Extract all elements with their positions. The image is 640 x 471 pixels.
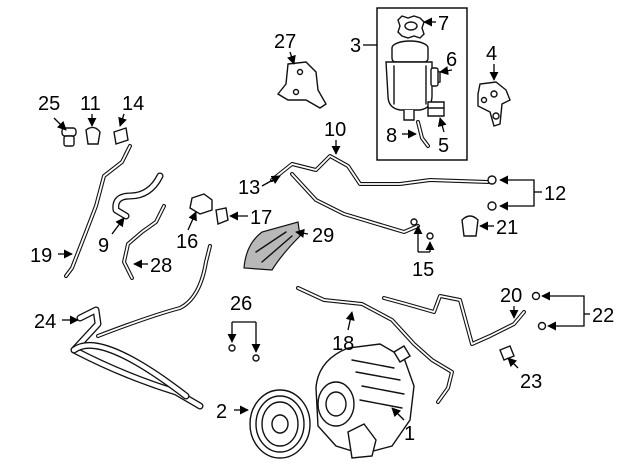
leader-lines (53, 17, 590, 421)
label-9: 9 (98, 235, 109, 257)
pressure-line-13[interactable] (270, 154, 490, 186)
label-16: 16 (176, 231, 198, 253)
bracket-4[interactable] (477, 81, 511, 127)
label-25: 25 (38, 93, 60, 115)
clip-17[interactable] (215, 207, 229, 225)
hose-28[interactable] (122, 204, 166, 280)
pulley-2[interactable] (249, 389, 311, 459)
label-6: 6 (446, 49, 457, 71)
reservoir-cap-7[interactable] (397, 15, 425, 39)
label-7: 7 (438, 13, 449, 35)
heat-shield-29[interactable] (243, 221, 301, 271)
seals-12[interactable] (487, 175, 497, 211)
label-24: 24 (34, 311, 56, 333)
pressure-line-20[interactable] (382, 294, 526, 346)
clamp-23[interactable] (499, 345, 515, 361)
return-line-18[interactable] (296, 286, 454, 404)
label-28: 28 (150, 255, 172, 277)
label-12: 12 (544, 183, 566, 205)
label-20: 20 (500, 285, 522, 307)
label-13: 13 (238, 177, 260, 199)
seals-15[interactable] (410, 218, 434, 240)
label-5: 5 (438, 135, 449, 157)
label-2: 2 (216, 401, 227, 423)
hose-19[interactable] (64, 144, 132, 278)
power-steering-pump-1[interactable] (315, 343, 415, 459)
label-15: 15 (412, 259, 434, 281)
clip-14[interactable] (113, 127, 129, 145)
label-27: 27 (274, 31, 296, 53)
cooler-hose-24[interactable] (70, 244, 212, 410)
label-4: 4 (486, 43, 497, 65)
label-14: 14 (122, 93, 144, 115)
label-18: 18 (332, 333, 354, 355)
label-8: 8 (386, 125, 397, 147)
label-1: 1 (404, 423, 415, 445)
label-23: 23 (520, 371, 542, 393)
label-26: 26 (230, 293, 252, 315)
bracket-27[interactable] (276, 61, 327, 109)
label-21: 21 (496, 217, 518, 239)
pressure-line-10[interactable] (290, 172, 420, 234)
label-19: 19 (30, 245, 52, 267)
bracket-16[interactable] (189, 193, 213, 215)
clip-11[interactable] (85, 126, 101, 145)
label-22: 22 (592, 305, 614, 327)
label-3: 3 (350, 35, 361, 57)
label-29: 29 (312, 225, 334, 247)
label-10: 10 (324, 119, 346, 141)
label-11: 11 (80, 93, 101, 115)
grommet-5[interactable] (427, 101, 445, 117)
part-labels: 1 2 3 4 5 6 7 8 9 10 11 12 13 14 15 16 1… (30, 13, 614, 445)
label-17: 17 (250, 207, 272, 229)
elbow-fitting-8[interactable] (416, 120, 430, 148)
bolt-25[interactable] (61, 127, 77, 147)
grommet-21[interactable] (461, 215, 479, 237)
seals-22[interactable] (531, 291, 547, 331)
reservoir-group-box (376, 7, 468, 161)
hose-9[interactable] (112, 172, 164, 220)
fitting-6[interactable] (430, 67, 439, 87)
clips-26[interactable] (228, 344, 260, 362)
